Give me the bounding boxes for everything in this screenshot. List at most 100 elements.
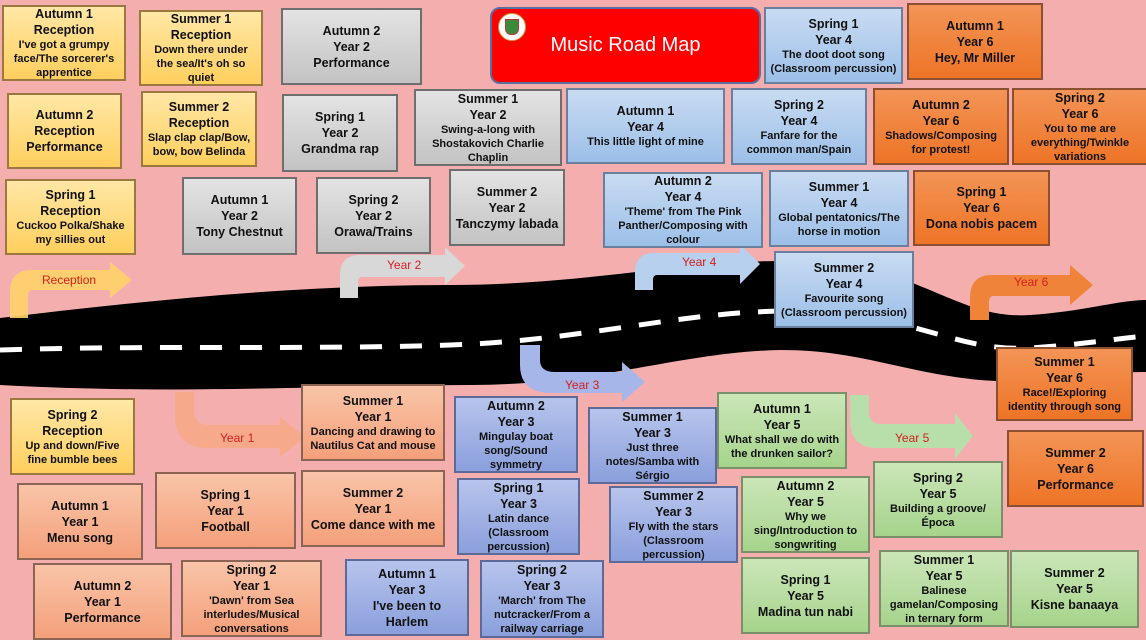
topic-term: Autumn 2 (912, 97, 970, 112)
topic-term: Autumn 1 (35, 7, 93, 21)
topic-title: Balinese gamelan/Composing in ternary fo… (889, 584, 999, 625)
topic-year: Year 3 (655, 504, 692, 519)
topic-title: Kisne banaaya (1030, 598, 1119, 612)
topic-year: Year 6 (1046, 371, 1083, 385)
topic-title: Cuckoo Polka/Shake my sillies out (16, 220, 125, 246)
topic-year: Year 2 (221, 209, 258, 223)
topic-year: Reception (33, 23, 95, 37)
topic-term: Autumn 2 (487, 398, 545, 413)
topic-title: Swing-a-long with Shostakovich Charlie C… (432, 123, 544, 164)
topic-term: Summer 1 (457, 91, 519, 106)
topic-year: Year 4 (825, 276, 863, 291)
topic-year: Year 3 (500, 496, 537, 511)
arrow-year6 (970, 265, 1093, 320)
topic-title: Favourite song (Classroom percussion) (781, 292, 907, 319)
topic-year: Reception (170, 28, 232, 42)
topic-term: Spring 2 (516, 563, 567, 577)
topic-title: Why we sing/Introduction to songwriting (753, 510, 858, 551)
arrow-year3 (520, 345, 645, 402)
topic-year: Year 4 (820, 195, 858, 210)
topic-year: Year 4 (780, 113, 818, 128)
topic-year: Year 6 (963, 201, 1000, 215)
topic-title: 'Theme' from The Pink Panther/Composing … (618, 206, 748, 246)
topic-title: Performance (313, 55, 390, 70)
topic-year: Year 6 (922, 113, 960, 128)
topic-term: Summer 2 (813, 260, 875, 275)
topic-title: What shall we do with the drunken sailor… (724, 433, 840, 460)
topic-title: Grandma rap (301, 142, 379, 156)
road-center-line (0, 308, 1146, 353)
topic-term: Spring 2 (773, 97, 824, 112)
topic-year: Year 2 (488, 200, 526, 215)
page-title: Music Road Map (550, 34, 701, 56)
topic-term: Summer 1 (622, 409, 683, 424)
topic-year: Year 5 (787, 588, 824, 603)
arrow-year4 (635, 244, 760, 290)
topic-title: Up and down/Five fine bumble bees (25, 439, 120, 466)
topic-title: Performance (64, 610, 141, 625)
topic-term: Autumn 2 (322, 23, 381, 38)
topic-title: Tanczymy labada (455, 216, 559, 231)
topic-year: Year 1 (84, 594, 121, 609)
topic-term: Summer 1 (170, 12, 232, 26)
topic-term: Spring 2 (1054, 90, 1105, 105)
topic-term: Summer 2 (342, 485, 404, 500)
topic-term: Summer 1 (1034, 355, 1095, 369)
topic-term: Autumn 1 (616, 104, 675, 118)
arrow-label-year4: Year 4 (682, 255, 717, 269)
title-banner: Music Road Map (490, 7, 761, 84)
topic-term: Spring 1 (780, 572, 831, 587)
topic-term: Spring 1 (808, 16, 859, 31)
topic-title: Football (201, 519, 250, 534)
topic-title: Orawa/Trains (334, 224, 413, 239)
topic-term: Summer 2 (1044, 566, 1105, 580)
topic-title: Madina tun nabi (757, 604, 854, 619)
topic-title: Race!/Exploring identity through song (1007, 387, 1122, 413)
topic-year: Reception (42, 423, 103, 438)
topic-year: Reception (40, 204, 101, 218)
topic-year: Year 6 (956, 34, 994, 49)
topic-year: Year 2 (355, 208, 392, 223)
topic-term: Autumn 1 (946, 18, 1004, 33)
topic-term: Autumn 2 (776, 478, 835, 493)
topic-title: Tony Chestnut (196, 225, 283, 239)
topic-term: Spring 2 (912, 470, 963, 485)
topic-term: Summer 1 (913, 552, 975, 567)
topic-year: Year 1 (207, 503, 244, 518)
topic-term: Autumn 1 (51, 498, 109, 513)
topic-term: Summer 1 (808, 179, 870, 194)
topic-title: Global pentatonics/The horse in motion (778, 211, 900, 238)
topic-term: Spring 2 (226, 562, 277, 577)
topic-year: Year 1 (233, 578, 270, 593)
topic-title: Fanfare for the common man/Spain (746, 129, 852, 156)
topic-year: Year 4 (664, 190, 702, 204)
topic-year: Year 5 (787, 494, 824, 509)
topic-title: Fly with the stars (Classroom percussion… (628, 520, 719, 561)
topic-year: Year 5 (1056, 582, 1093, 596)
topic-term: Summer 2 (476, 184, 538, 199)
topic-year: Year 4 (815, 32, 852, 47)
arrow-reception (10, 262, 132, 318)
topic-title: The doot doot song (Classroom percussion… (770, 48, 897, 75)
topic-term: Autumn 1 (210, 193, 269, 207)
